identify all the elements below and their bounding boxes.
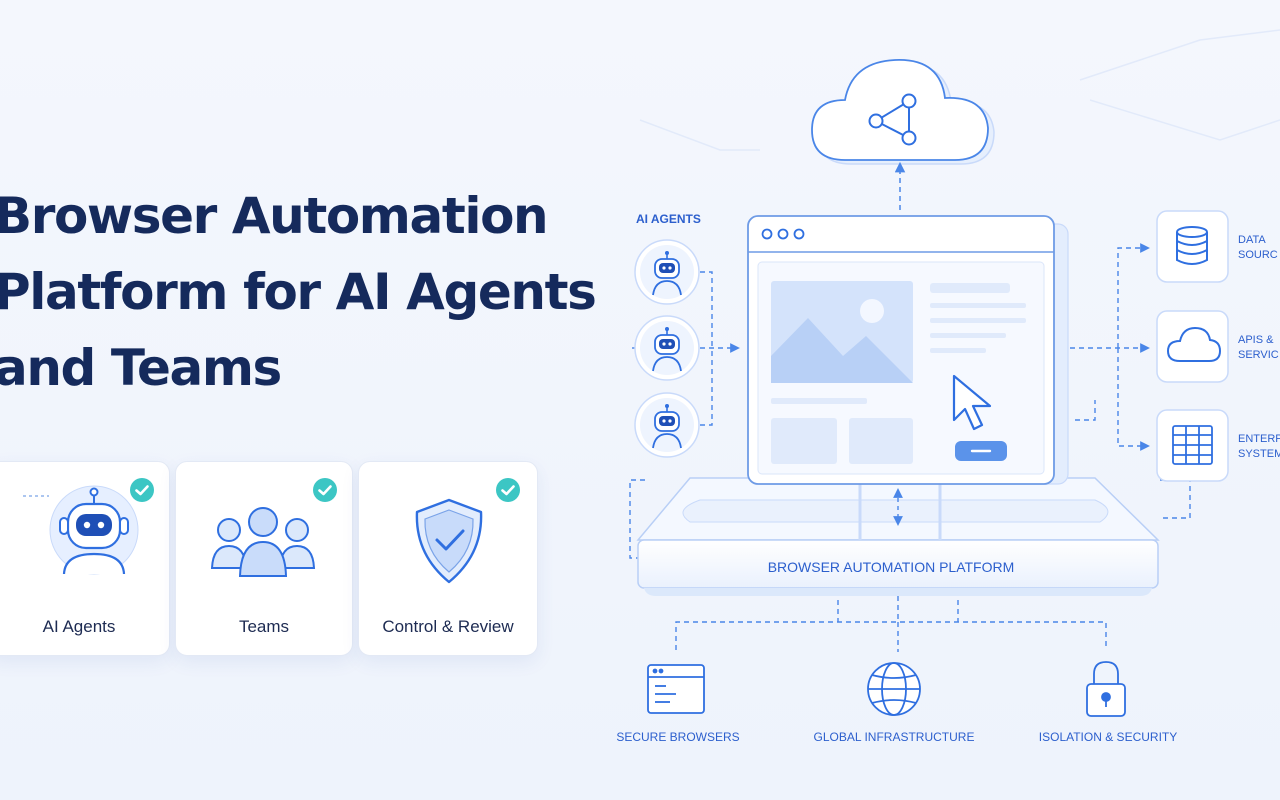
global-infrastructure-label: GLOBAL INFRASTRUCTURE [814, 730, 975, 744]
database-icon [1176, 226, 1208, 265]
window-dot-icon [761, 228, 773, 240]
robot-icon [23, 485, 139, 575]
browser-window [747, 215, 1069, 485]
window-dot-icon [793, 228, 805, 240]
headline-line-2: Platform for AI Agents [0, 263, 597, 321]
background-lines [639, 29, 1280, 151]
image-placeholder-icon [771, 281, 913, 383]
card-ai-agents[interactable]: AI Agents [0, 461, 170, 656]
window-dot-icon [777, 228, 789, 240]
headline: Browser Automation Platform for AI Agent… [0, 178, 597, 406]
team-icon [210, 507, 316, 577]
bottom-connectors [675, 596, 1107, 652]
enterprise-systems-node [1156, 409, 1229, 482]
data-sources-label-1: DATA [1238, 234, 1266, 246]
headline-line-1: Browser Automation [0, 187, 549, 245]
platform-label: BROWSER AUTOMATION PLATFORM [768, 559, 1015, 575]
agent-robot-icon [634, 392, 700, 458]
cursor-arrow-icon [952, 374, 992, 431]
cloud-share-icon [811, 59, 995, 165]
card-control-review[interactable]: Control & Review [358, 461, 538, 656]
isolation-security-label: ISOLATION & SECURITY [1039, 730, 1177, 744]
card-label: Teams [238, 617, 290, 636]
headline-line-3: and Teams [0, 339, 282, 397]
secure-browsers-label: SECURE BROWSERS [616, 730, 739, 744]
data-sources-label-2: SOURC [1238, 249, 1278, 261]
agent-connectors [629, 271, 740, 559]
shield-check-icon [415, 498, 483, 584]
agent-robot-icon [634, 239, 700, 305]
card-label: AI Agents [42, 617, 116, 636]
browser-window-icon [647, 664, 705, 714]
check-badge-icon [313, 478, 337, 502]
data-sources-node [1156, 210, 1229, 283]
card-label: Control & Review [382, 617, 514, 636]
agent-robot-icon [634, 315, 700, 381]
enterprise-systems-label-1: ENTERP [1238, 433, 1280, 445]
platform-base [636, 477, 1160, 596]
apis-services-label-2: SERVIC [1238, 349, 1279, 361]
enterprise-systems-label-2: SYSTEM [1238, 448, 1280, 460]
apis-services-label-1: APIS & [1238, 334, 1274, 346]
card-teams[interactable]: Teams [175, 461, 353, 656]
table-icon [1172, 425, 1213, 465]
apis-services-node [1156, 310, 1229, 383]
padlock-icon [1086, 661, 1126, 717]
cloud-icon [1166, 326, 1222, 362]
right-connectors [1070, 243, 1191, 519]
agents-label: AI AGENTS [636, 212, 701, 226]
check-badge-icon [130, 478, 154, 502]
check-badge-icon [496, 478, 520, 502]
globe-icon [867, 662, 921, 716]
